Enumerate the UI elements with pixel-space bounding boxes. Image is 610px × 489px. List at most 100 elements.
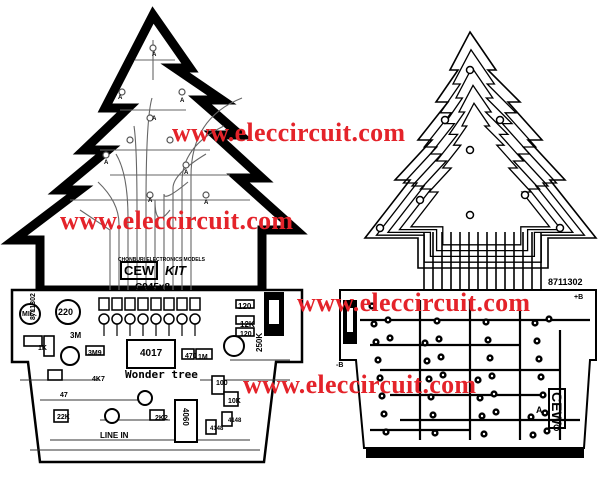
r470-label: 470 [185,353,197,360]
right-tree-pad [415,195,425,205]
left-tree-trace [190,97,243,290]
left-tree-outline [0,6,308,295]
r22k-label: 22K [57,414,70,421]
resistor-box [53,409,69,423]
resistor-box [205,419,217,435]
left-tree-traces [70,40,250,290]
right-board [339,30,598,458]
right-tree-trace [398,84,563,252]
left-board [0,6,308,464]
mic-circle [19,303,41,325]
led-mark-1: A [152,52,157,58]
right-pad-hole [370,304,374,308]
left-tree-trace [163,181,189,290]
left-led-pad [178,88,186,96]
r1m-label: 1M [198,354,208,361]
right-tree-pad [555,223,565,233]
left-led-pad [202,191,210,199]
resistor-box [195,348,213,360]
right-pad-hole [529,415,533,419]
cap-220-label: 220 [58,307,74,317]
led-mark-2: A [118,95,123,101]
resistor-box [149,409,165,421]
right-tree-pad [520,190,530,200]
transistor-label: C945x8 [135,282,171,293]
watermark-top: www.eleccircuit.com [172,118,406,147]
left-tree-trace [97,181,120,290]
line-in-label: LINE IN [100,431,129,440]
watermark-middle: www.eleccircuit.com [60,206,294,235]
right-pad-hole [423,341,427,345]
pot-circle [223,335,245,357]
left-tree-trace [145,97,153,290]
transistor-pad [176,313,188,325]
right-pad-hole [439,355,443,359]
right-tree-trace [386,66,575,258]
led-mark-6: A [184,170,189,176]
right-mark-c: C [553,423,560,433]
resistor-box [23,335,43,347]
brand-logo-cew: CEW [120,261,159,280]
transistor-body [137,297,149,311]
right-pad-hole [490,374,494,378]
resistor-box [211,375,225,395]
ic-4017-label: 4017 [140,348,163,359]
right-board-id: 8711302 [548,277,583,287]
left-tree-trace [133,125,138,290]
right-pad-hole [431,413,435,417]
left-led-pad [166,136,174,144]
right-pad-hole [488,356,492,360]
right-pad-hole [484,320,488,324]
right-pad-hole [492,392,496,396]
right-pad-hole [378,376,382,380]
right-base-traces [360,300,590,440]
right-pad-hole [547,317,551,321]
ic-4060-body [174,399,198,443]
transistor-row [98,297,201,336]
left-led-pad [146,114,154,122]
r250k-label: 250K [255,332,264,352]
right-pad-hole [380,394,384,398]
right-pad-hole [480,414,484,418]
led-mark-8: A [204,200,209,206]
resistor-box [43,335,55,357]
left-tree-trace [115,153,129,290]
r3m-label: 3M [70,331,82,340]
r12k-label: 12K [240,320,255,329]
left-led-pad [149,44,157,52]
right-tree-pad [465,210,475,220]
brand-logo-kit: KIT [164,263,186,278]
right-pad-hole [482,432,486,436]
transistor-body [150,297,162,311]
right-tree-pad [465,65,475,75]
right-pad-hole [533,321,537,325]
right-pad-hole [425,359,429,363]
led-mark-3: A [180,98,185,104]
left-led-pad [146,191,154,199]
right-pad-hole [537,357,541,361]
right-pad-hole [543,411,547,415]
resistor-box [223,391,239,407]
right-pad-hole [494,410,498,414]
r2k2-label: 2K2 [155,415,168,422]
right-pad-hole [374,340,378,344]
d4148a-label: 4148 [210,426,224,432]
right-tree-pad [440,115,450,125]
line-in-jack [104,408,120,424]
r120-label: 120 [238,302,252,311]
cap-left-circle [60,346,80,366]
left-led-pad [118,88,126,96]
watermark-lower: www.eleccircuit.com [297,288,531,317]
r4k7-label: 4K7 [92,376,105,383]
resistor-box [181,348,195,360]
mic-label: MIC. [22,311,37,318]
right-base-bottom-bar [366,448,584,458]
right-pad-hole [441,373,445,377]
right-pad-hole [435,319,439,323]
right-pad-hole [429,395,433,399]
right-tree-outline [363,30,598,269]
r47-label: 47 [60,392,68,399]
right-pad-hole [545,429,549,433]
